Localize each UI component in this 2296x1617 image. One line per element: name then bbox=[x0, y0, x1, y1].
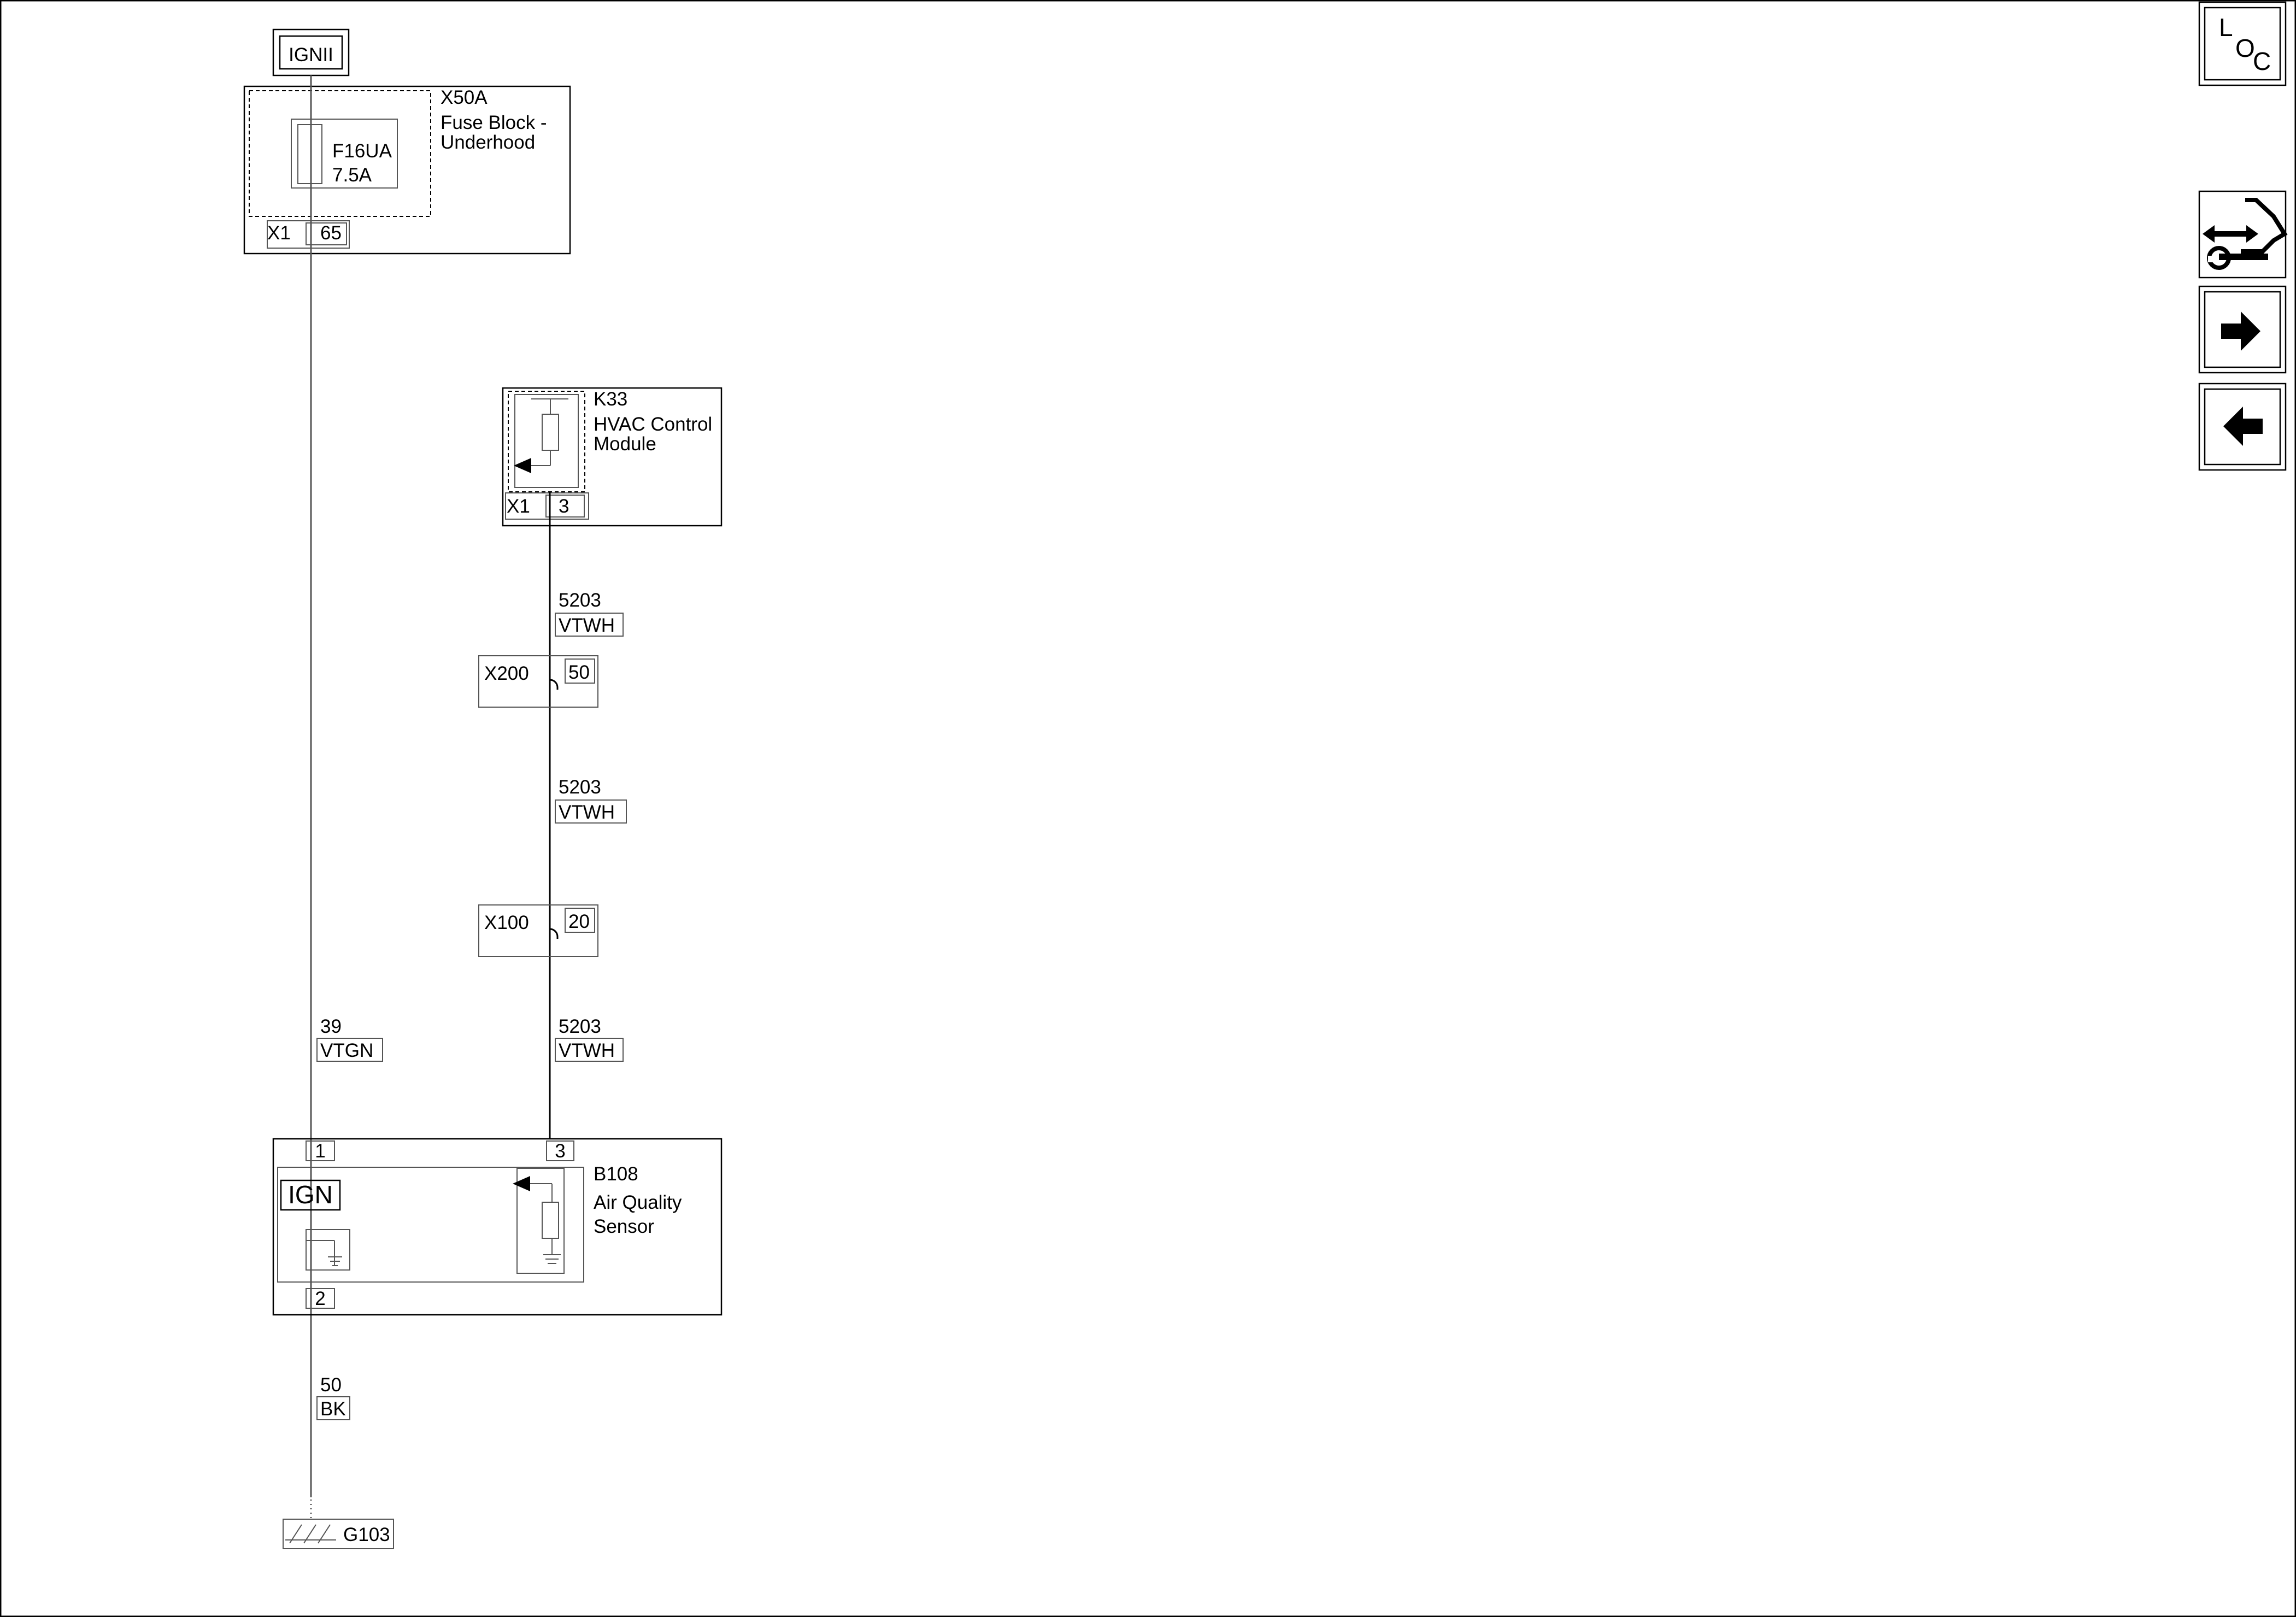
wire-color: VTGN bbox=[320, 1040, 373, 1061]
fuse-id: F16UA bbox=[332, 140, 392, 162]
connector-tools-icon bbox=[2203, 198, 2288, 270]
power-source-ignii[interactable]: IGNII bbox=[272, 28, 350, 77]
hvac-module-connector: X1 bbox=[507, 496, 530, 517]
ignition-wire-label: 39 VTGN bbox=[316, 1016, 383, 1062]
inline-connector-pin: 50 bbox=[568, 662, 590, 683]
sensor-pin-ground: 2 bbox=[315, 1288, 325, 1309]
sensor-id: B108 bbox=[594, 1163, 638, 1185]
sensor-ign-label: IGN bbox=[288, 1180, 333, 1209]
fuse-block-connector: X1 bbox=[267, 222, 291, 244]
fuse-block-pin: 65 bbox=[320, 222, 342, 244]
wire-label-2: 5203 VTWH bbox=[555, 777, 627, 824]
wire-circuit: 39 bbox=[320, 1016, 342, 1037]
wire-label-1: 5203 VTWH bbox=[555, 590, 624, 637]
inline-connector-id: X100 bbox=[484, 912, 529, 933]
inline-connector-x200[interactable]: X200 50 bbox=[478, 655, 598, 708]
wire-color: VTWH bbox=[559, 802, 615, 823]
fuse-symbol bbox=[297, 124, 322, 184]
connector-tools-button[interactable] bbox=[2198, 190, 2288, 279]
sensor-name-2: Sensor bbox=[594, 1216, 654, 1237]
resistor-symbol bbox=[542, 414, 559, 451]
inline-connector-pin: 20 bbox=[568, 911, 590, 932]
hvac-module-pin: 3 bbox=[559, 496, 569, 517]
inline-connector-x100[interactable]: X100 20 bbox=[478, 904, 598, 957]
wire-color: VTWH bbox=[559, 615, 615, 636]
location-icon: L O C bbox=[2219, 13, 2271, 75]
sensor-pin-signal: 3 bbox=[555, 1140, 565, 1162]
sensor-resistor-symbol bbox=[542, 1202, 559, 1239]
fuse-block-x50a[interactable]: X50A Fuse Block - Underhood F16UA 7.5A X… bbox=[243, 85, 571, 255]
loc-letter-l: L bbox=[2219, 13, 2233, 42]
ground-g103[interactable]: G103 bbox=[283, 1519, 394, 1549]
hvac-module-name-1: HVAC Control bbox=[594, 414, 712, 435]
sensor-signal-arrow-icon bbox=[513, 1176, 530, 1191]
next-arrow-icon bbox=[2221, 311, 2260, 351]
loc-letter-c: C bbox=[2253, 47, 2271, 75]
air-quality-sensor-b108[interactable]: 1 3 IGN B108 Air Quality Sensor 2 bbox=[272, 1138, 723, 1316]
ground-id: G103 bbox=[343, 1524, 390, 1545]
hvac-control-module-k33[interactable]: K33 HVAC Control Module X1 3 bbox=[502, 387, 723, 527]
wire-circuit: 5203 bbox=[559, 1016, 601, 1037]
previous-arrow-icon bbox=[2223, 407, 2263, 446]
hvac-module-id: K33 bbox=[594, 389, 627, 410]
next-button[interactable] bbox=[2198, 285, 2287, 374]
previous-button[interactable] bbox=[2198, 383, 2287, 471]
fuse-rating: 7.5A bbox=[332, 164, 372, 186]
fuse-block-id: X50A bbox=[441, 87, 488, 108]
fuse-block-name-2: Underhood bbox=[441, 132, 535, 153]
wire-circuit: 5203 bbox=[559, 777, 601, 798]
location-button[interactable]: L O C bbox=[2198, 1, 2287, 86]
loc-letter-o: O bbox=[2235, 34, 2255, 62]
sensor-name-1: Air Quality bbox=[594, 1192, 682, 1213]
inline-connector-id: X200 bbox=[484, 663, 529, 684]
ground-wire-label: 50 BK bbox=[316, 1374, 350, 1420]
wire-circuit: 5203 bbox=[559, 590, 601, 611]
wire-color: VTWH bbox=[559, 1040, 615, 1061]
wire-circuit: 50 bbox=[320, 1374, 342, 1396]
hvac-module-name-2: Module bbox=[594, 433, 656, 455]
signal-arrow-icon bbox=[514, 458, 531, 473]
power-source-label: IGNII bbox=[289, 44, 333, 66]
signal-wire-5203 bbox=[549, 492, 559, 1139]
sensor-pin-ign: 1 bbox=[315, 1140, 325, 1162]
wire-color: BK bbox=[320, 1398, 346, 1420]
wire-label-3: 5203 VTWH bbox=[555, 1016, 624, 1062]
ground-ref-icon bbox=[306, 1229, 350, 1271]
fuse-block-name-1: Fuse Block - bbox=[441, 112, 547, 133]
